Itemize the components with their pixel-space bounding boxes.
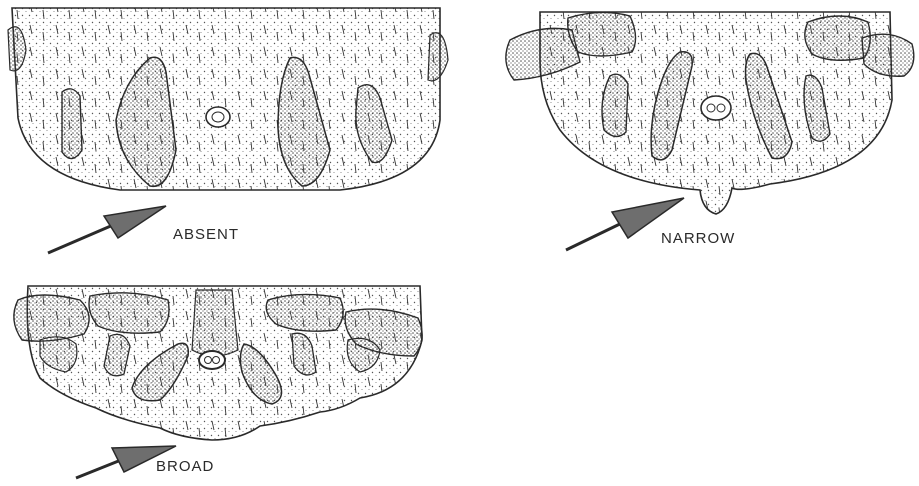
narrow-leg-left-2 <box>568 12 636 56</box>
label-narrow: NARROW <box>661 230 735 247</box>
label-broad: BROAD <box>156 458 214 475</box>
absent-right-lobe <box>428 33 448 81</box>
absent-plate-outer-left <box>62 89 82 159</box>
arrow-absent <box>48 206 166 253</box>
panel-narrow-illustration <box>506 12 914 214</box>
panel-absent-illustration <box>8 8 448 190</box>
panel-broad-illustration <box>14 286 422 440</box>
absent-central-pore <box>206 107 230 127</box>
broad-leg-left-2 <box>89 293 169 333</box>
narrow-leg-right-1 <box>805 16 870 60</box>
broad-leg-left-1 <box>14 295 89 341</box>
narrow-central-pore <box>701 96 731 120</box>
label-absent: ABSENT <box>173 226 239 243</box>
broad-central-ridge <box>192 290 238 356</box>
